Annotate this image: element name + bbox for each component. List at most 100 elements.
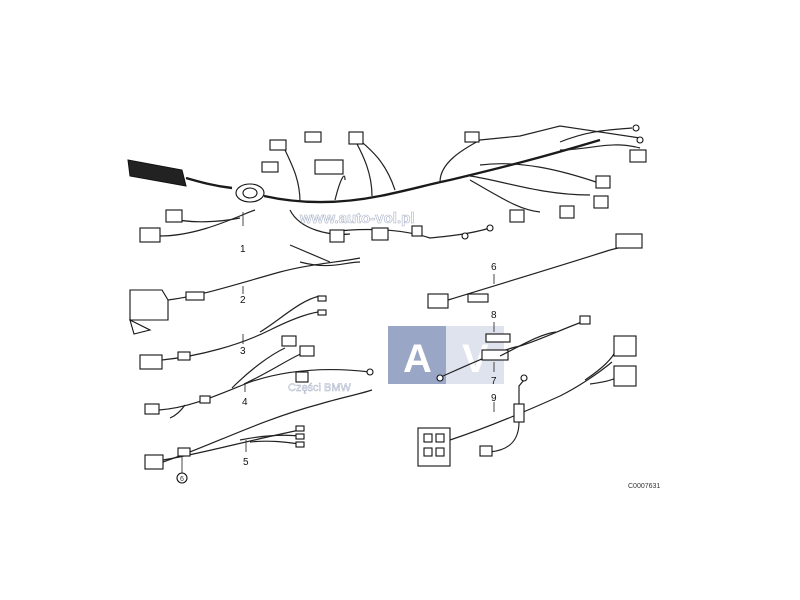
harness-5-connector [144,454,164,470]
harness-1-connector-12 [165,209,183,223]
harness-1-branch-b [334,175,346,201]
harness-4-branch-a [231,347,286,389]
harness-1-branch-f [469,175,591,196]
harness-1-connector-1 [269,139,287,151]
harness-6-connector-1 [427,293,449,309]
harness-1-branch-d [361,141,396,191]
watermark-letter-a: A [403,337,432,381]
label-6: 6 [491,262,497,273]
harness-5-wire-b [162,389,373,463]
harness-3-connector [139,354,163,370]
label-7: 7 [491,376,497,387]
harness-5-callout-circle [176,472,188,484]
harness-9-trunk [449,361,613,441]
callout-label: 6 [180,476,184,483]
harness-1-eyelet-4 [486,224,494,232]
label-2: 2 [240,295,246,306]
part-labels: 1 2 3 4 5 6 7 8 9 6 C0007631 [180,244,660,490]
harness-1-branch-m [329,227,491,239]
harness-4 [144,335,374,419]
watermark-a-box [388,326,446,384]
harness-1-connector-6 [464,131,480,143]
harness-9-branch-b [589,377,617,385]
label-1: 1 [240,244,246,255]
harness-1-connector-11 [509,209,525,223]
harness-1-sleeve [127,159,187,187]
harness-1-branch-j [559,127,633,143]
harness-1-eyelet-2 [636,136,644,144]
harness-3-terminal-1 [317,295,327,302]
harness-1-eyelet-1 [632,124,640,132]
harness-9-pin-2 [435,433,445,443]
harness-2-relay-socket [129,289,169,321]
harness-1-connector-15 [371,227,389,241]
harness-5 [144,389,373,484]
harness-8 [485,322,511,343]
harness-9 [417,335,637,467]
harness-6-connector-2 [615,233,643,249]
harness-9-small-connector [479,445,493,457]
harness-9-drop [489,421,520,453]
harness-4-connector-4 [295,371,309,383]
harness-6-wire [447,247,619,301]
harness-3 [139,295,327,370]
harness-1-grommet-inner [242,187,258,199]
harness-9-eyelet [520,374,528,382]
harness-9-pin-3 [423,447,433,457]
harness-9-pin-1 [423,433,433,443]
harness-4-eyelet [366,368,374,376]
harness-3-branch [259,295,321,333]
harness-1-connector-4 [261,161,279,173]
watermark-url: www.auto-vol.pl [299,210,414,227]
harness-9-sleeve [513,403,525,423]
harness-2 [129,244,361,335]
harness-1-connector-16 [411,225,423,237]
label-8: 8 [491,310,497,321]
harness-8-fuse [485,333,511,343]
harness-6-sleeve [467,293,489,303]
harness-3-wire [161,311,319,361]
label-4: 4 [242,397,248,408]
harness-1-connector-9 [593,195,609,209]
harness-9-pin-4 [435,447,445,457]
harness-1-connector-5 [314,159,344,175]
harness-5-terminal-3 [295,441,305,448]
harness-9-branch-a [584,349,617,381]
harness-1-branch-a [284,149,301,203]
harness-1-branch-g [469,179,541,213]
harness-1-connector-10 [559,205,575,219]
harness-6 [427,233,643,309]
harness-1-connector-3 [348,131,364,145]
harness-4-branch-c [169,404,186,419]
harness-7-eyelet [436,374,444,382]
harness-4-connector [144,403,160,415]
harness-1-branch-i [559,144,641,151]
harness-1-boot [185,176,233,190]
label-3: 3 [240,346,246,357]
harness-1-eyelet-3 [461,232,469,240]
harness-2-branch [289,244,361,267]
harness-1-connector-2 [304,131,322,143]
harness-5-terminal-1 [295,425,305,432]
harness-1-branch-e [439,125,641,183]
harness-9-main-connector [417,427,451,467]
harness-2-bracket [129,318,152,335]
harness-9-connector-3 [613,365,637,387]
harness-7-branch [499,331,557,357]
harness-1-trunk [263,138,601,204]
harness-2-sleeve [185,291,205,301]
harness-1-branch-h [479,163,597,183]
harness-7-terminal [579,315,591,325]
harness-4-wire [158,369,371,411]
harness-3-sleeve [177,351,191,361]
harness-7-holder [481,349,509,361]
harness-1 [127,124,647,243]
harness-3-terminal-2 [317,309,327,316]
harness-4-sleeve [199,395,211,404]
harness-1-connector-7 [629,149,647,163]
watermark-caption: Części BMW [288,382,352,394]
label-5: 5 [243,457,249,468]
harness-9-upper-lead [518,379,525,404]
harness-4-connector-2 [281,335,297,347]
